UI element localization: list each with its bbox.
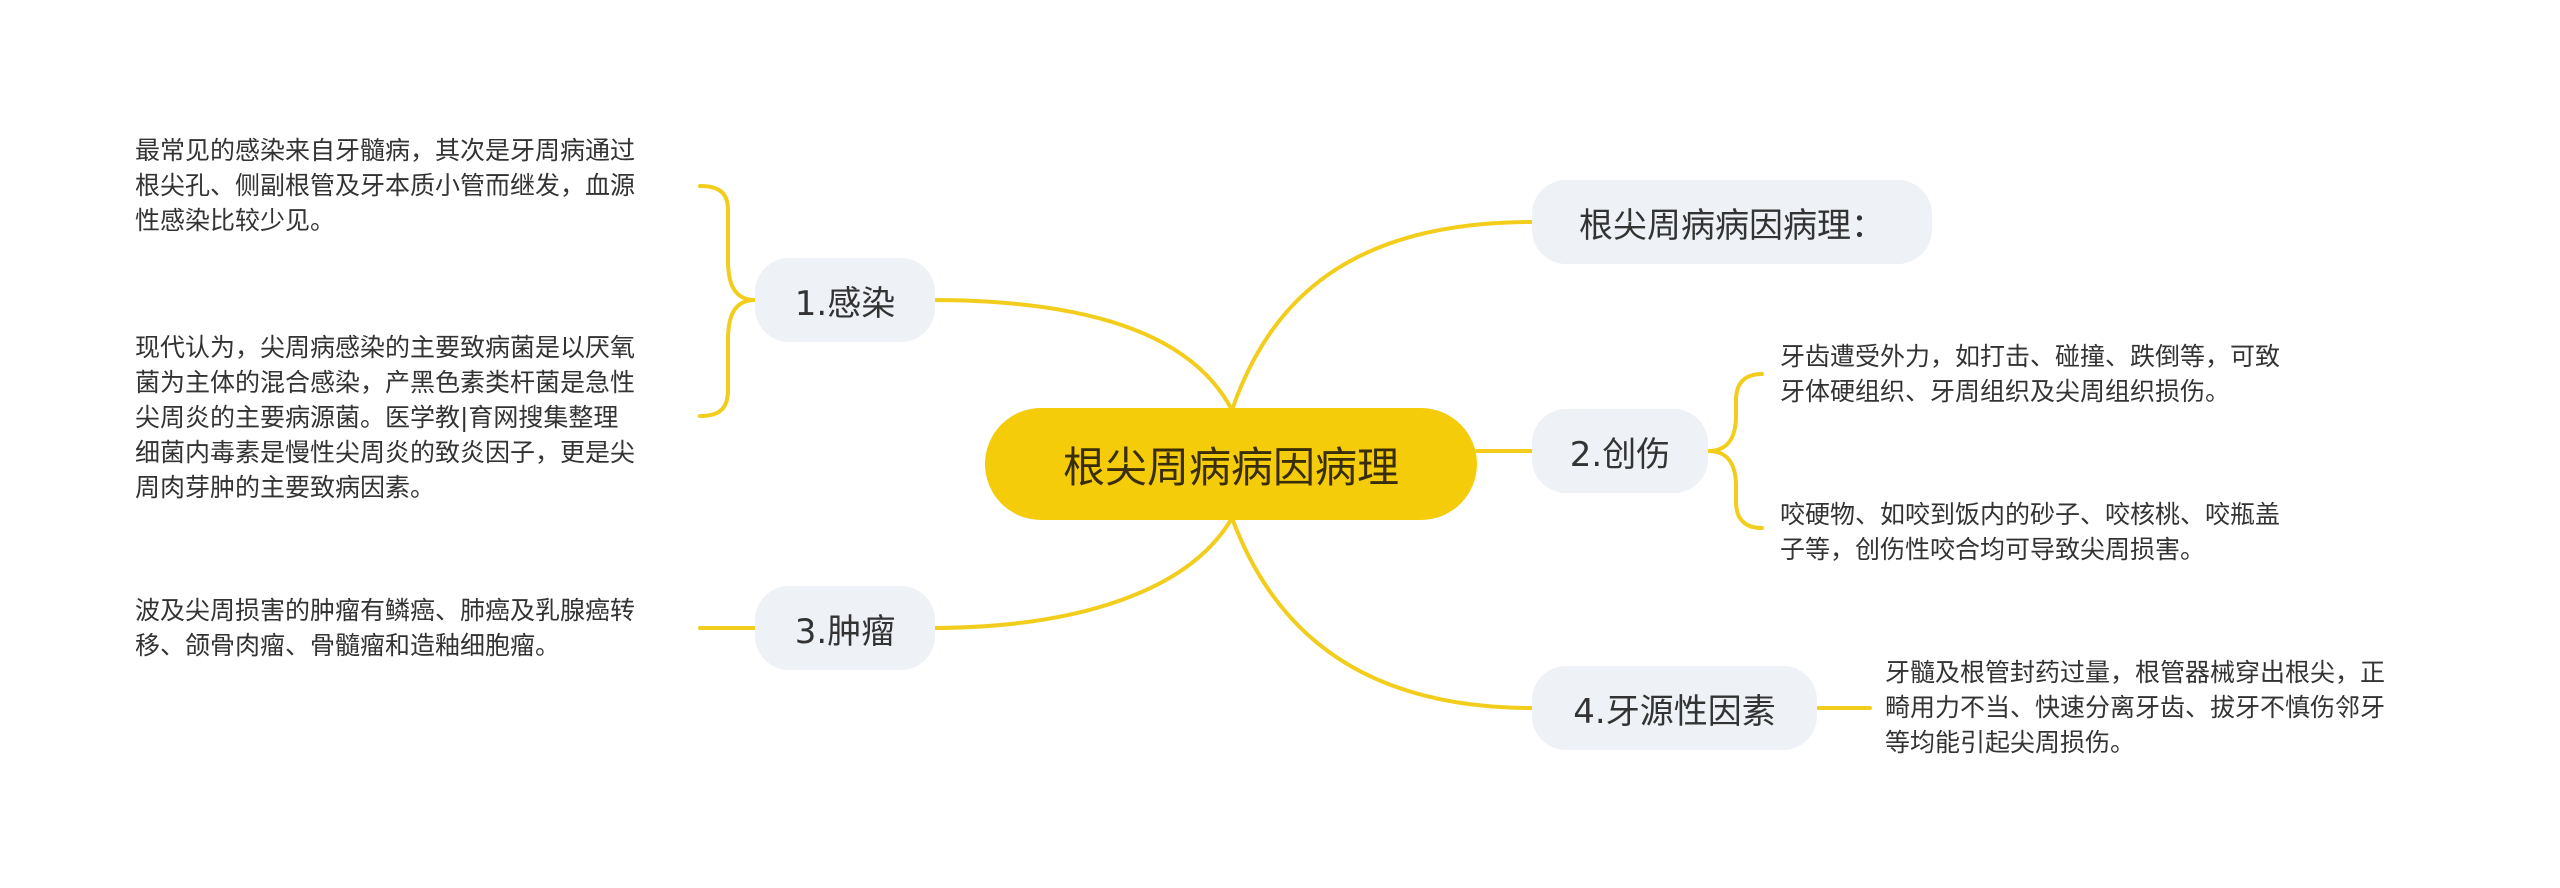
link-root-heading xyxy=(1230,220,1534,412)
link-root-infection xyxy=(928,298,1234,412)
brace-trauma xyxy=(1706,372,1764,453)
link-root-iatrogenic xyxy=(1230,516,1534,710)
branch-infection[interactable]: 1.感染 xyxy=(755,258,935,342)
note-tumor: 波及尖周损害的肿瘤有鳞癌、肺癌及乳腺癌转 移、颌骨肉瘤、骨髓瘤和造釉细胞瘤。 xyxy=(135,596,636,660)
note-iatrogenic: 牙髓及根管封药过量，根管器械穿出根尖，正 畸用力不当、快速分离牙齿、拔牙不慎伤邻… xyxy=(1885,658,2386,757)
brace-infection xyxy=(698,184,757,302)
note-trauma-bite: 咬硬物、如咬到饭内的砂子、咬核桃、咬瓶盖 子等，创伤性咬合均可导致尖周损害。 xyxy=(1780,500,2281,564)
note-infection-source: 最常见的感染来自牙髓病，其次是牙周病通过 根尖孔、侧副根管及牙本质小管而继发，血… xyxy=(135,136,636,235)
branch-tumor[interactable]: 3.肿瘤 xyxy=(755,586,935,670)
note-trauma-external: 牙齿遭受外力，如打击、碰撞、跌倒等，可致 牙体硬组织、牙周组织及尖周组织损伤。 xyxy=(1780,342,2281,406)
note-infection-pathogen: 现代认为，尖周病感染的主要致病菌是以厌氧 菌为主体的混合感染，产黑色素类杆菌是急… xyxy=(135,333,636,502)
branch-heading[interactable]: 根尖周病病因病理： xyxy=(1532,180,1932,264)
root-node[interactable]: 根尖周病病因病理 xyxy=(985,408,1477,520)
link-root-tumor xyxy=(928,516,1234,630)
branch-iatrogenic[interactable]: 4.牙源性因素 xyxy=(1532,666,1817,750)
branch-trauma[interactable]: 2.创伤 xyxy=(1532,409,1708,493)
